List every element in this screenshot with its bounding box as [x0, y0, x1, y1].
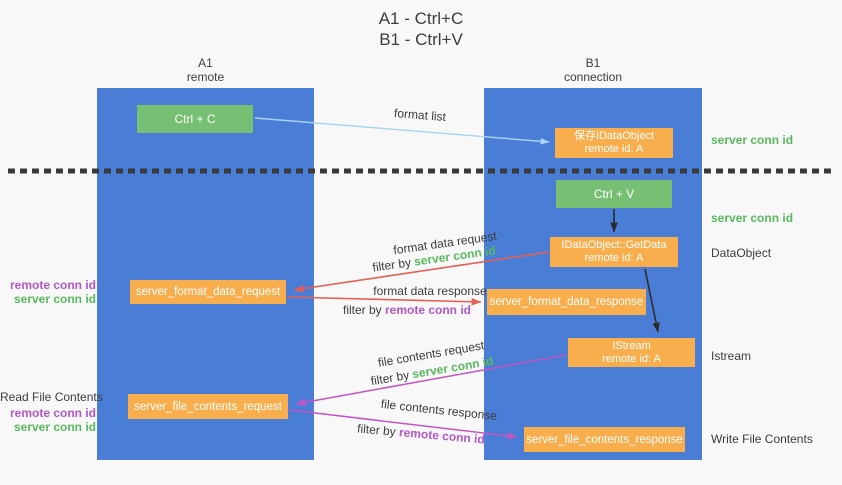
lane-b-subtitle: connection [563, 70, 623, 84]
getdata-line1: IDataObject::GetData [561, 239, 667, 251]
lane-a-name: A1 [198, 56, 213, 70]
format-request-box: server_format_data_request [130, 280, 286, 304]
server-conn-id-label-left-1: server conn id [13, 292, 96, 306]
filter-by-remote-conn-id-label-2: filter by remote conn id [357, 421, 486, 446]
dataobject-label: DataObject [711, 246, 772, 260]
getdata-line2: remote id: A [584, 252, 644, 264]
file-response-label: server_file_contents_response [526, 433, 683, 446]
istream-box: IStream remote id: A [568, 338, 695, 367]
istream-label: Istream [711, 349, 752, 363]
lane-a-header: A1 remote [97, 56, 314, 84]
save-dataobject-line2: remote id: A [584, 143, 644, 155]
remote-conn-id-text: remote conn id [385, 303, 472, 317]
save-dataobject-box: 保存IDataObject remote id: A [555, 128, 673, 158]
filter-by-text: filter by [356, 421, 400, 440]
format-request-label: server_format_data_request [135, 286, 281, 298]
file-request-box: server_file_contents_request [128, 394, 288, 419]
title-line-2: B1 - Ctrl+V [379, 30, 463, 49]
format-data-response-label: format data response [373, 284, 487, 298]
ctrl-v-label: Ctrl + V [593, 187, 635, 201]
write-file-contents-label: Write File Contents [711, 432, 813, 446]
remote-conn-id-label-left-2: remote conn id [9, 406, 96, 420]
istream-line2: remote id: A [602, 352, 661, 365]
remote-conn-id-label-left-1: remote conn id [9, 278, 96, 292]
file-response-box: server_file_contents_response [524, 427, 685, 452]
file-contents-response-label: file contents response [380, 396, 498, 424]
ctrl-v-box: Ctrl + V [556, 180, 672, 208]
read-file-contents-label: Read File Contents [0, 390, 103, 404]
lane-b-header: B1 connection [484, 56, 702, 84]
ctrl-c-box: Ctrl + C [137, 105, 253, 133]
format-list-label: format list [393, 105, 447, 125]
getdata-box: IDataObject::GetData remote id: A [550, 237, 678, 267]
filter-by-text: filter by [369, 367, 414, 389]
filter-by-text: filter by [342, 303, 385, 317]
lane-b-name: B1 [585, 56, 601, 70]
remote-conn-id-text: remote conn id [398, 425, 486, 447]
server-conn-id-label-right-top: server conn id [711, 133, 794, 147]
format-response-box: server_format_data_response [487, 289, 646, 315]
filter-by-remote-conn-id-label-1: filter by remote conn id [343, 303, 471, 317]
ctrl-c-label: Ctrl + C [174, 112, 216, 126]
lane-a-subtitle: remote [186, 70, 225, 84]
file-request-label: server_file_contents_request [134, 400, 282, 413]
server-conn-id-label-left-2: server conn id [13, 420, 96, 434]
format-response-label: server_format_data_response [489, 296, 644, 308]
save-dataobject-line1: 保存IDataObject [573, 130, 655, 142]
diagram-title: A1 - Ctrl+C B1 - Ctrl+V [281, 8, 561, 50]
istream-line1: IStream [612, 339, 651, 352]
server-conn-id-label-right-mid: server conn id [711, 211, 794, 225]
title-line-1: A1 - Ctrl+C [378, 9, 464, 28]
filter-by-text: filter by [371, 254, 416, 275]
